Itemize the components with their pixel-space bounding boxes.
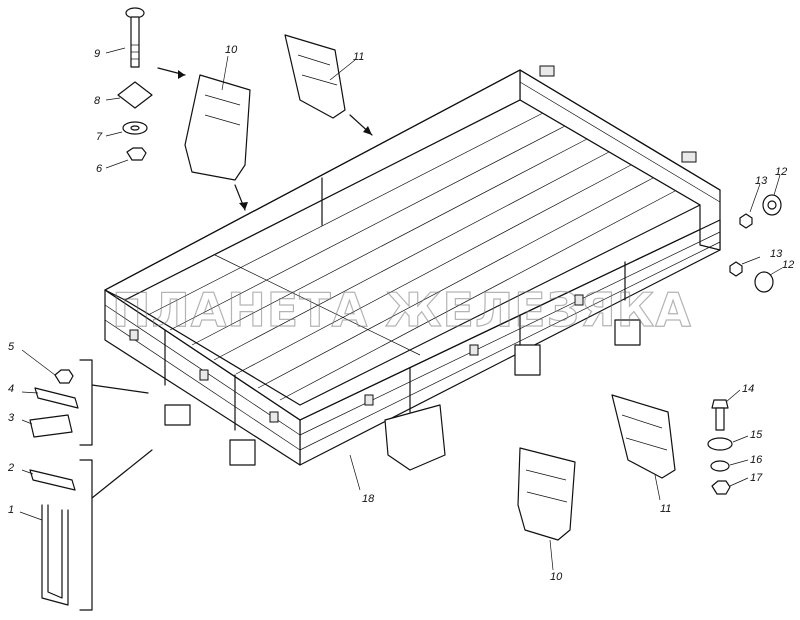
mudflap-11-top [284,34,346,119]
nut-5 [54,369,74,384]
label-10-bottom: 10 [550,571,563,583]
label-9: 9 [94,48,100,60]
label-4: 4 [8,383,14,395]
bolt-9 [125,7,145,68]
label-17: 17 [750,472,763,484]
label-18: 18 [362,493,375,505]
nut-17 [711,480,731,495]
mudflap-10-top [184,74,251,181]
watermark: ПЛАНЕТА ЖЕЛЕЗЯКА [112,283,692,337]
label-13-top: 13 [755,175,768,187]
label-16: 16 [750,454,763,466]
spacer-8 [117,81,153,109]
u-bolt-1 [41,504,69,606]
label-1: 1 [8,504,14,516]
floor-planks [147,112,676,401]
label-10-top: 10 [225,44,238,56]
cargo-platform [104,65,721,466]
plate-4 [34,387,79,409]
label-14: 14 [742,383,754,395]
label-3: 3 [8,412,15,424]
label-8: 8 [94,95,101,107]
label-12-top: 12 [775,166,787,178]
bushing-12-bottom [754,271,774,293]
plate-2 [29,469,76,491]
label-12-bottom: 12 [782,259,794,271]
label-7: 7 [96,131,103,143]
mudflap-10-bottom [517,447,576,541]
leader-lines [19,47,783,571]
label-2: 2 [7,462,14,474]
bolt-14 [711,399,729,431]
mudflap-under-left [384,404,446,471]
nut-6 [126,147,147,161]
nut-13-bottom [729,261,743,277]
callout-labels: 9 8 7 6 10 11 13 12 13 12 5 4 3 2 1 14 1… [7,44,794,583]
label-5: 5 [8,341,15,353]
label-11-bottom: 11 [660,503,671,515]
lock-washer-16 [710,460,730,472]
mudflap-11-bottom [611,394,676,479]
label-6: 6 [96,163,103,175]
nut-13-top [739,213,753,229]
pad-3 [29,414,73,438]
washer-15 [707,437,733,451]
label-11-top: 11 [353,51,364,63]
label-13-bottom: 13 [770,248,783,260]
label-15: 15 [750,429,763,441]
